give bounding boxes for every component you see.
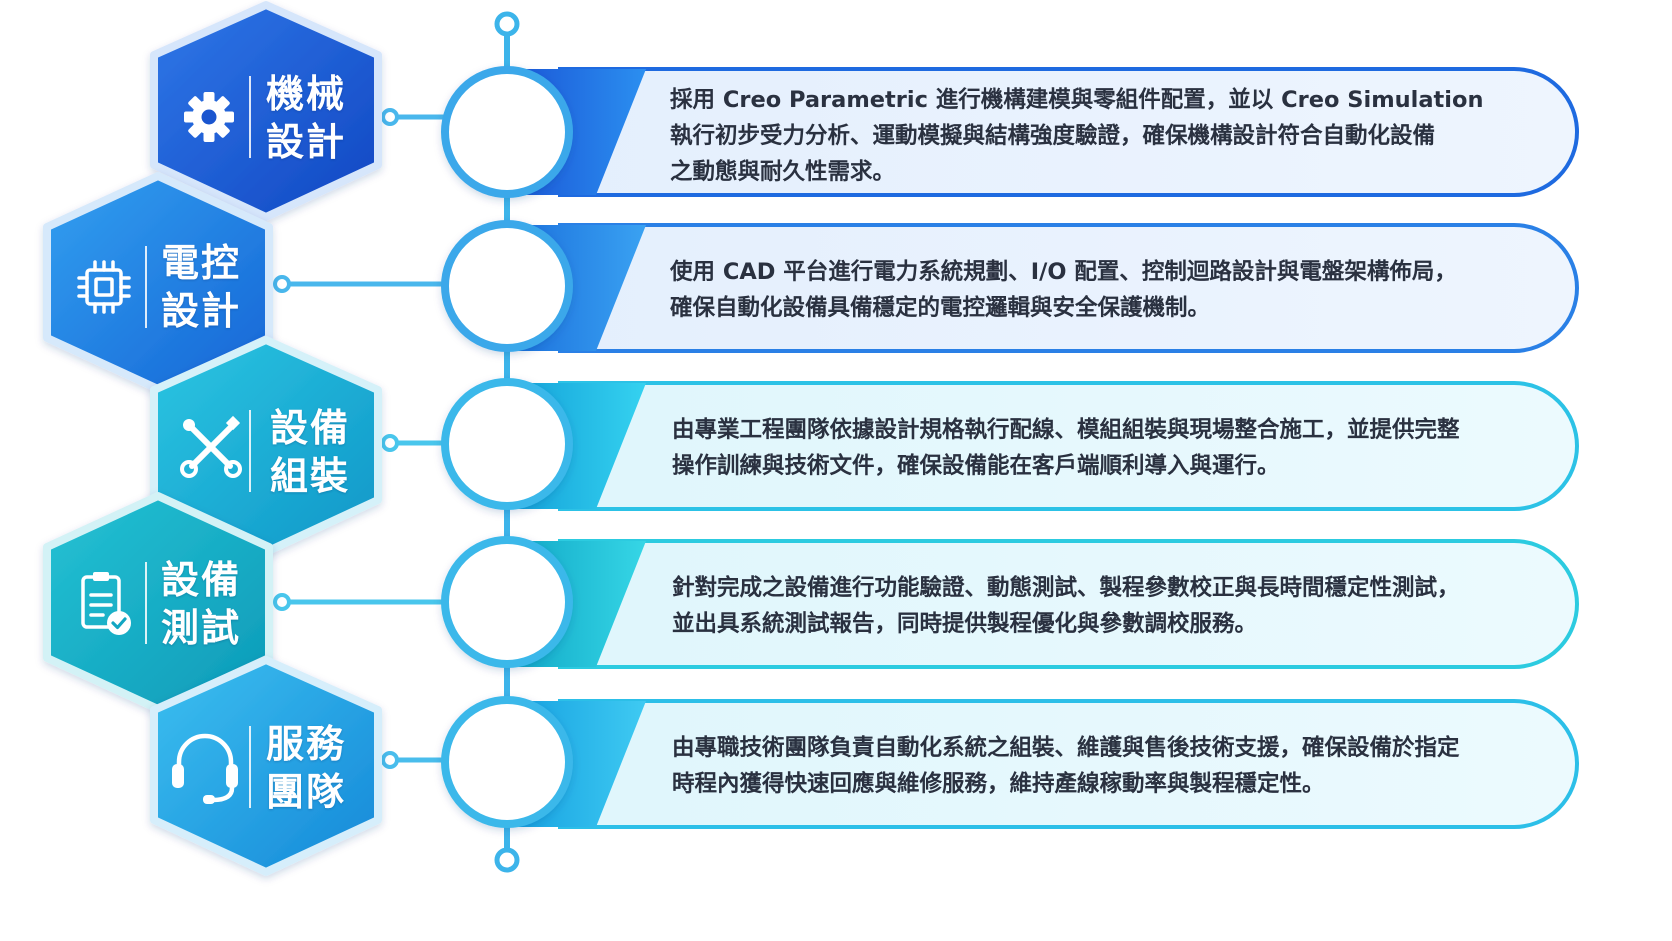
chip-icon xyxy=(77,260,131,314)
description-line: 採用 Creo Parametric 進行機構建模與零組件配置，並以 Creo … xyxy=(670,87,1484,113)
hex-title-electrical-design: 電控 設計 xyxy=(159,239,243,335)
timeline-node xyxy=(441,66,573,198)
title-line: 電控 xyxy=(160,241,241,285)
description-line: 之動態與耐久性需求。 xyxy=(670,159,896,185)
description-line: 由專職技術團隊負責自動化系統之組裝、維護與售後技術支援，確保設備於指定 xyxy=(672,735,1460,761)
hex-title-service-team: 服務 團隊 xyxy=(264,720,348,816)
description-line: 執行初步受力分析、運動模擬與結構強度驗證，確保機構設計符合自動化設備 xyxy=(670,123,1436,149)
description-line: 使用 CAD 平台進行電力系統規劃、I/O 配置、控制迴路設計與電盤架構佈局， xyxy=(670,259,1457,285)
title-line: 測試 xyxy=(160,606,241,650)
title-line: 機械 xyxy=(265,72,346,116)
title-line: 服務 xyxy=(265,722,346,766)
step-equipment-assembly xyxy=(150,336,1579,556)
gear-icon xyxy=(184,92,234,142)
description-service-team: 由專職技術團隊負責自動化系統之組裝、維護與售後技術支援，確保設備於指定 時程內獲… xyxy=(672,730,1460,802)
description-line: 操作訓練與技術文件，確保設備能在客戶端順利導入與運行。 xyxy=(672,453,1280,479)
step-equipment-testing xyxy=(43,492,1579,713)
description-mechanical-design: 採用 Creo Parametric 進行機構建模與零組件配置，並以 Creo … xyxy=(670,82,1484,190)
timeline-node xyxy=(441,536,573,668)
description-electrical-design: 使用 CAD 平台進行電力系統規劃、I/O 配置、控制迴路設計與電盤架構佈局， … xyxy=(670,254,1457,326)
hex-title-equipment-assembly: 設備 組裝 xyxy=(268,404,352,500)
headset-icon xyxy=(172,733,238,804)
connector-dot xyxy=(381,108,399,126)
title-line: 組裝 xyxy=(269,454,350,498)
tools-icon xyxy=(180,415,242,478)
timeline-node xyxy=(441,696,573,828)
description-equipment-testing: 針對完成之設備進行功能驗證、動態測試、製程參數校正與長時間穩定性測試， 並出具系… xyxy=(672,570,1460,642)
description-equipment-assembly: 由專業工程團隊依據設計規格執行配線、模組組裝與現場整合施工，並提供完整 操作訓練… xyxy=(672,412,1460,484)
title-line: 設計 xyxy=(265,120,346,164)
hex-badge xyxy=(150,656,382,876)
title-line: 團隊 xyxy=(265,770,346,814)
connector-dot xyxy=(381,751,399,769)
connector-dot xyxy=(273,275,291,293)
timeline-node xyxy=(441,378,573,510)
step-service-team xyxy=(150,656,1579,876)
step-electrical-design xyxy=(43,172,1579,393)
description-line: 確保自動化設備具備穩定的電控邏輯與安全保護機制。 xyxy=(670,295,1211,321)
timeline-node xyxy=(441,220,573,352)
title-line: 設備 xyxy=(160,558,241,602)
text-panel xyxy=(558,223,1579,353)
clipboard-check-icon xyxy=(81,572,131,635)
hex-title-mechanical-design: 機械 設計 xyxy=(264,70,348,166)
hex-title-equipment-testing: 設備 測試 xyxy=(159,556,243,652)
description-line: 針對完成之設備進行功能驗證、動態測試、製程參數校正與長時間穩定性測試， xyxy=(672,575,1460,601)
connector-dot xyxy=(273,593,291,611)
hex-badge xyxy=(150,1,382,221)
text-panel xyxy=(558,699,1579,829)
text-panel xyxy=(558,67,1579,197)
text-panel xyxy=(558,539,1579,669)
description-line: 時程內獲得快速回應與維修服務，維持產線稼動率與製程穩定性。 xyxy=(672,771,1325,797)
title-line: 設計 xyxy=(160,289,241,333)
description-line: 並出具系統測試報告，同時提供製程優化與參數調校服務。 xyxy=(672,611,1258,637)
step-mechanical-design xyxy=(150,1,1579,221)
title-line: 設備 xyxy=(269,406,350,450)
connector-dot xyxy=(381,434,399,452)
text-panel xyxy=(558,381,1579,511)
description-line: 由專業工程團隊依據設計規格執行配線、模組組裝與現場整合施工，並提供完整 xyxy=(672,417,1460,443)
